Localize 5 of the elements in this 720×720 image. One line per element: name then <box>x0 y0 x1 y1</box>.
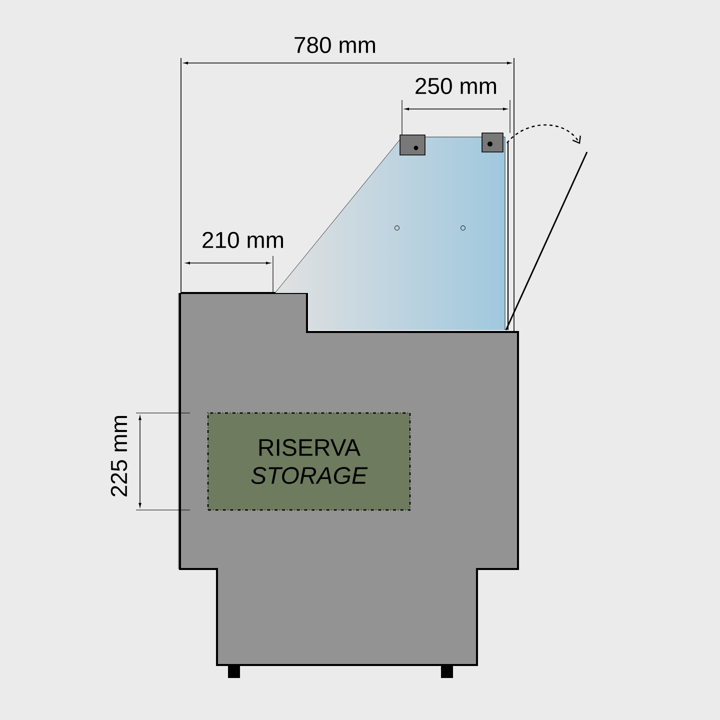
dimension-label: 225 mm <box>110 416 128 496</box>
dimension-label: 250 mm <box>416 78 496 94</box>
dimension-label: 780 mm <box>294 36 375 54</box>
dimension-label: 210 mm <box>202 232 283 248</box>
storage-zone: RISERVA STORAGE <box>207 412 411 511</box>
